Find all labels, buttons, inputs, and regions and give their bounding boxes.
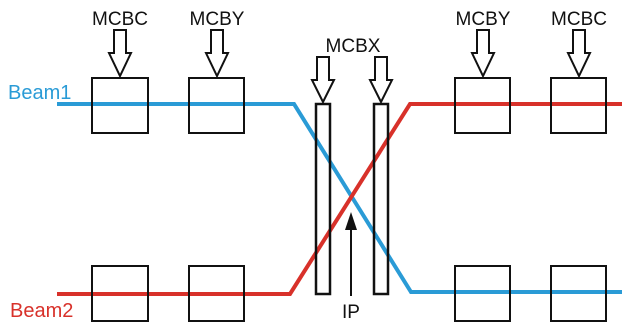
down-arrow-icon xyxy=(368,56,394,105)
mcbx-left-magnet xyxy=(314,102,332,296)
mcbc-left-bottom-box xyxy=(91,265,149,322)
down-arrow-icon xyxy=(566,29,592,79)
mcbx-label: MCBX xyxy=(326,36,381,57)
up-arrow-icon xyxy=(345,212,357,230)
beam2-line xyxy=(57,102,622,296)
mcby-left-bottom-box xyxy=(188,265,245,322)
mcbc-left-label: MCBC xyxy=(92,9,148,30)
mcby-right-label: MCBY xyxy=(456,9,511,30)
mcbx-right-magnet xyxy=(372,102,390,296)
ip-label: IP xyxy=(342,302,360,323)
down-arrow-icon xyxy=(107,29,133,79)
down-arrow-icon xyxy=(204,29,230,79)
down-arrow-icon xyxy=(470,29,496,79)
beam2-label: Beam2 xyxy=(10,300,73,322)
mcby-right-bottom-box xyxy=(454,265,511,322)
mcbc-right-bottom-box xyxy=(550,265,607,322)
mcby-left-label: MCBY xyxy=(190,9,245,30)
mcbc-right-label: MCBC xyxy=(551,9,607,30)
mcbc-right-top-box xyxy=(550,77,607,134)
beam1-label: Beam1 xyxy=(8,82,71,104)
mcby-left-top-box xyxy=(188,77,245,134)
down-arrow-icon xyxy=(310,56,336,105)
mcby-right-top-box xyxy=(454,77,511,134)
